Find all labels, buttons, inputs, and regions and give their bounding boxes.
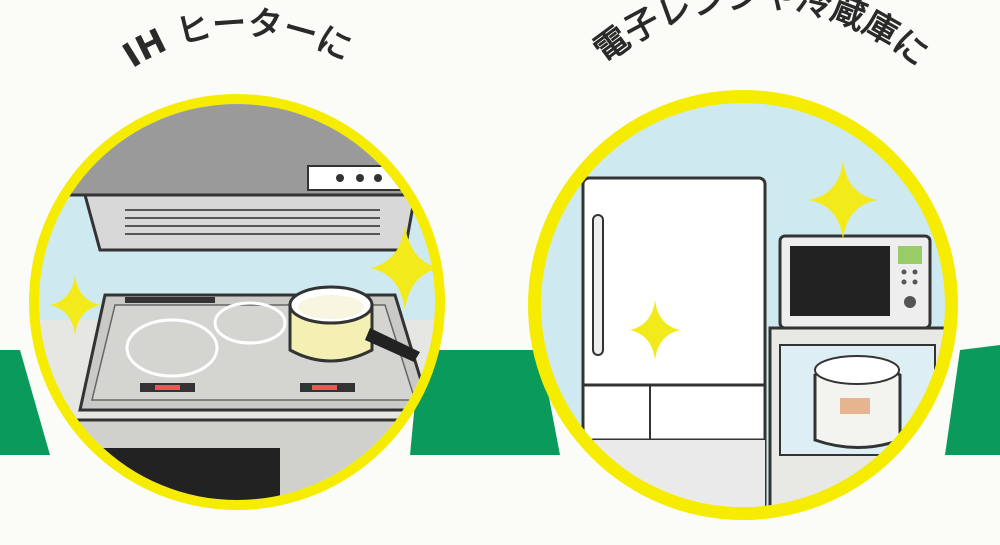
caption-microwave-fridge: 電子レンジや冷蔵庫に [586, 0, 936, 75]
caption-ih-heater: IH ヒーターに [116, 3, 358, 76]
rice-cooker [813, 355, 902, 449]
saucepan [288, 285, 420, 363]
sparkle-icon [630, 300, 680, 360]
sparkle-icon [370, 225, 435, 310]
fridge-microwave-circle [528, 90, 958, 520]
ih-heater-circle [29, 94, 445, 510]
ih-cooktop [78, 293, 433, 412]
green-band [0, 345, 1000, 455]
microwave [778, 234, 932, 330]
refrigerator [581, 176, 767, 507]
sparkle-icon [50, 275, 100, 335]
sparkle-icon [808, 160, 878, 240]
